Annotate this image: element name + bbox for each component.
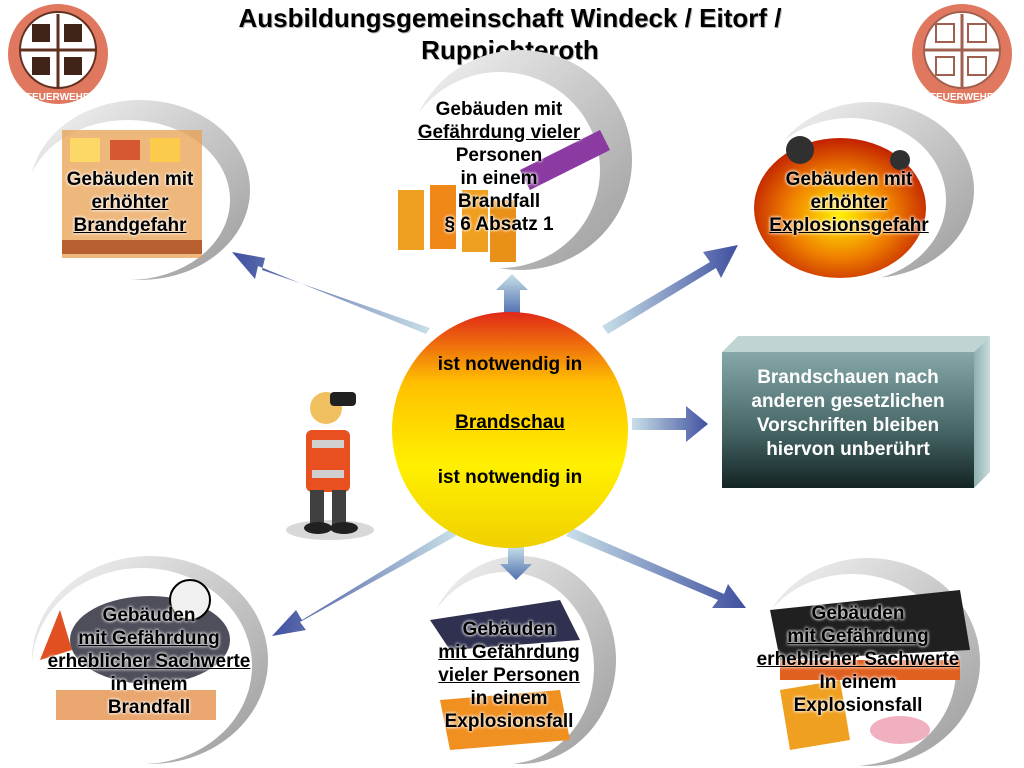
bubble-top-center-line: Personen — [455, 145, 543, 166]
bubble-bottom-left-line: Brandfall — [107, 697, 191, 718]
bubble-bottom-right-line: In einem — [819, 672, 897, 693]
bubble-bg-top-center — [398, 50, 632, 270]
bubble-text-bottom-center: Gebäuden mit Gefährdung vieler Personen … — [404, 618, 614, 733]
logo-left-text: FEUERWEHR — [26, 92, 91, 103]
bubble-top-right-line: Gebäuden mit — [785, 169, 913, 190]
bubble-top-right-line: erhöhter — [810, 192, 888, 213]
bubble-bg-bottom-left — [32, 556, 268, 764]
side-box-text: Brandschauen nach anderen gesetzlichen V… — [722, 366, 974, 462]
arrow-right — [632, 406, 708, 442]
bubble-top-center-line: § 6 Absatz 1 — [444, 214, 554, 235]
bubble-bottom-center-line: Gebäuden — [462, 619, 556, 640]
feuerwehr-logo-left: FEUERWEHR — [8, 4, 108, 104]
bubble-bg-top-left — [26, 100, 250, 280]
title-line-1: Ausbildungsgemeinschaft Windeck / Eitorf… — [238, 3, 782, 33]
logo-right-text: FEUERWEHR — [930, 92, 995, 103]
bubble-bottom-center-line: mit Gefährdung — [438, 642, 580, 663]
firefighter-binoculars-illustration — [286, 392, 374, 540]
bubble-text-top-center: Gebäuden mit Gefährdung vieler Personen … — [392, 98, 606, 236]
page-title: Ausbildungsgemeinschaft Windeck / Eitorf… — [140, 2, 880, 66]
bubble-bottom-center-line: Explosionsfall — [444, 711, 574, 732]
center-main-label: Brandschau — [455, 412, 565, 433]
bubble-top-center-line: in einem — [460, 168, 538, 189]
bubble-bg-top-right — [754, 102, 974, 282]
center-circle — [392, 312, 628, 548]
arrow-bottom-left — [272, 528, 456, 636]
side-box-line: anderen gesetzlichen — [751, 391, 945, 412]
bubble-top-center-line: Brandfall — [457, 191, 541, 212]
arrow-bottom-right — [566, 528, 746, 608]
bubble-bottom-right-line: mit Gefährdung — [787, 626, 929, 647]
bubble-text-bottom-left: Gebäuden mit Gefährdung erheblicher Sach… — [24, 604, 274, 719]
bubble-top-right-line: Explosionsgefahr — [769, 215, 929, 236]
bubble-top-left-line: erhöhter — [91, 192, 169, 213]
bubble-bottom-left-line: mit Gefährdung — [78, 628, 220, 649]
center-bottom-label: ist notwendig in — [437, 467, 583, 488]
arrow-bottom-center — [500, 546, 532, 580]
bubble-bottom-left-line: in einem — [110, 674, 188, 695]
side-box-line: Vorschriften bleiben — [756, 415, 940, 436]
arrow-top-left — [232, 252, 430, 334]
bubble-bottom-right-line: Gebäuden — [811, 603, 905, 624]
bubble-text-top-left: Gebäuden mit erhöhter Brandgefahr — [40, 168, 220, 237]
bubble-top-left-line: Brandgefahr — [73, 215, 187, 236]
side-box-line: Brandschauen nach — [757, 367, 939, 388]
bubble-bottom-right-line: erheblicher Sachwerte — [756, 649, 960, 670]
bubble-top-center-line: Gebäuden mit — [435, 99, 563, 120]
center-top-label: ist notwendig in — [437, 354, 583, 375]
bubble-bottom-left-line: Gebäuden — [102, 605, 196, 626]
bubble-bg-bottom-center — [418, 556, 616, 764]
feuerwehr-logo-right: FEUERWEHR — [912, 4, 1012, 104]
side-box-line: hiervon unberührt — [766, 439, 930, 460]
arrow-top-center — [496, 274, 528, 314]
bubble-bottom-center-line: vieler Personen — [438, 665, 580, 686]
bubble-bottom-right-line: Explosionsfall — [793, 695, 923, 716]
bubble-top-left-line: Gebäuden mit — [66, 169, 194, 190]
side-box-shape — [722, 336, 990, 488]
bubble-text-top-right: Gebäuden mit erhöhter Explosionsgefahr — [744, 168, 954, 237]
arrow-top-right — [602, 245, 738, 334]
bubble-text-bottom-right: Gebäuden mit Gefährdung erheblicher Sach… — [730, 602, 986, 717]
bubble-bottom-center-line: in einem — [470, 688, 548, 709]
bubble-bg-bottom-right — [748, 558, 980, 766]
bubble-bottom-left-line: erheblicher Sachwerte — [47, 651, 251, 672]
bubble-top-center-line: Gefährdung vieler — [417, 122, 581, 143]
